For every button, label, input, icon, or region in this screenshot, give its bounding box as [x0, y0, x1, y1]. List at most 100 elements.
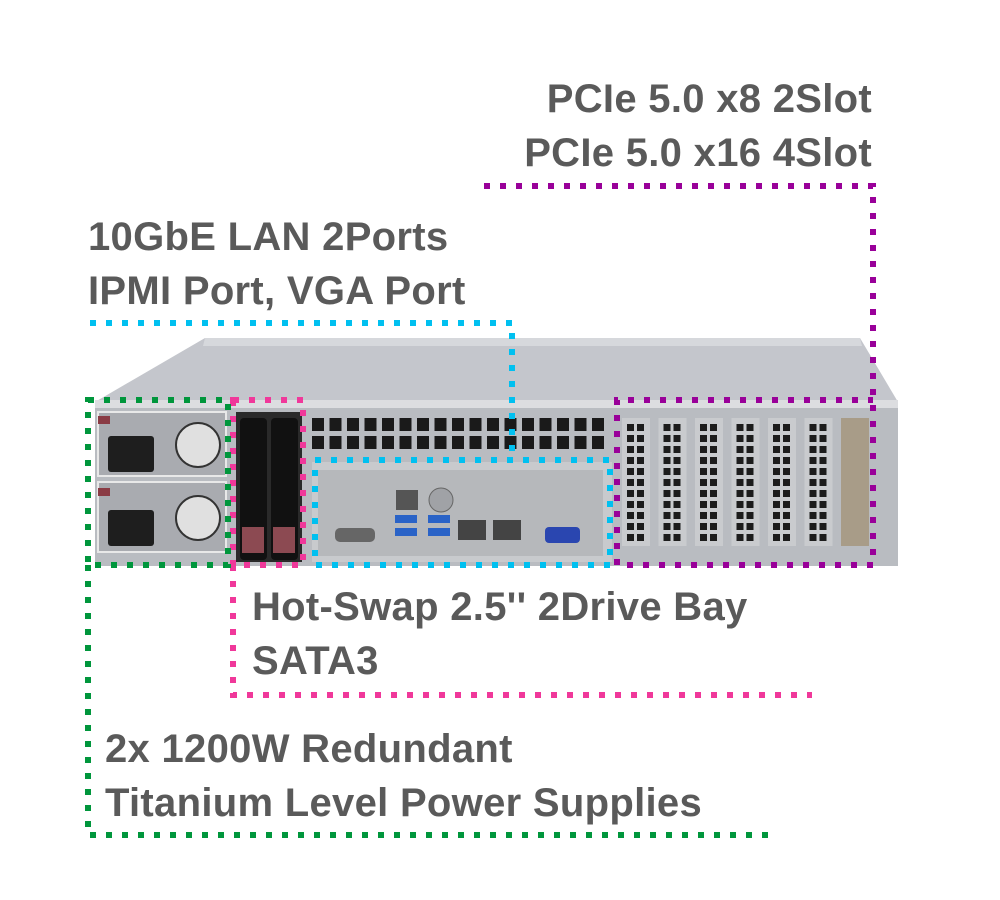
slot-vent-hole [700, 435, 707, 442]
slot-vent-hole [736, 435, 744, 442]
slot-vent-hole [736, 534, 744, 541]
slot-vent-hole [809, 446, 817, 453]
slot-vent-hole [809, 424, 817, 431]
vent-hole [382, 436, 394, 449]
slot-vent-hole [819, 534, 827, 541]
slot-vent-hole [746, 501, 754, 508]
vent-hole [539, 418, 552, 431]
slot-vent-hole [710, 435, 717, 442]
pcie-slot-bracket [658, 418, 687, 546]
slot-vent-hole [637, 501, 644, 508]
vent-hole [592, 436, 604, 449]
slot-vent-hole [700, 468, 707, 475]
vent-hole [364, 418, 377, 431]
vent-hole [347, 418, 359, 431]
vent-hole [557, 436, 569, 449]
slot-vent-hole [746, 534, 754, 541]
slot-vent-hole [627, 435, 634, 442]
drive-label-line2: SATA3 [252, 639, 379, 683]
slot-vent-hole [773, 446, 780, 453]
slot-vent-hole [700, 501, 707, 508]
slot-vent-hole [637, 457, 644, 464]
slot-vent-hole [710, 523, 717, 530]
slot-vent-hole [700, 534, 707, 541]
slot-vent-hole [673, 435, 681, 442]
slot-vent-hole [773, 490, 780, 497]
slot-vent-hole [637, 435, 644, 442]
slot-vent-hole [627, 523, 634, 530]
vent-hole [557, 418, 569, 431]
slot-vent-hole [736, 424, 744, 431]
pcie-label-line1: PCIe 5.0 x8 2Slot [546, 77, 872, 121]
vent-hole [329, 418, 342, 431]
slot-vent-hole [663, 512, 671, 519]
slot-vent-hole [710, 424, 717, 431]
psu-label-line1: 2x 1200W Redundant [105, 727, 513, 771]
vent-hole [399, 418, 412, 431]
vent-hole [399, 436, 412, 449]
slot-vent-hole [700, 512, 707, 519]
slot-vent-hole [637, 424, 644, 431]
slot-vent-hole [710, 468, 717, 475]
slot-vent-hole [783, 468, 790, 475]
slot-vent-hole [783, 446, 790, 453]
slot-vent-hole [819, 523, 827, 530]
slot-vent-hole [627, 512, 634, 519]
slot-vent-hole [773, 435, 780, 442]
slot-vent-hole [736, 457, 744, 464]
slot-vent-hole [627, 479, 634, 486]
slot-vent-hole [627, 534, 634, 541]
vent-hole [382, 418, 394, 431]
slot-vent-hole [819, 479, 827, 486]
slot-vent-hole [746, 468, 754, 475]
slot-vent-hole [710, 534, 717, 541]
slot-vent-hole [663, 479, 671, 486]
slot-vent-hole [700, 479, 707, 486]
slot-vent-hole [627, 490, 634, 497]
vent-hole [469, 418, 482, 431]
drive-bays [236, 412, 302, 562]
slot-vent-hole [746, 479, 754, 486]
slot-vent-hole [637, 446, 644, 453]
pcie-slot-bracket [731, 418, 760, 546]
slot-vent-hole [710, 457, 717, 464]
slot-vent-hole [783, 435, 790, 442]
slot-vent-hole [783, 424, 790, 431]
pcie-slot-bracket [622, 418, 650, 546]
vent-hole [347, 436, 359, 449]
slot-vent-hole [809, 468, 817, 475]
vent-grille [312, 418, 604, 449]
slot-vent-hole [819, 424, 827, 431]
slot-vent-hole [637, 534, 644, 541]
slot-vent-hole [710, 479, 717, 486]
slot-vent-hole [773, 457, 780, 464]
psu-callout-line [85, 397, 770, 838]
slot-vent-hole [809, 457, 817, 464]
slot-vent-hole [773, 523, 780, 530]
pcie-label-line2: PCIe 5.0 x16 4Slot [524, 131, 872, 175]
slot-vent-hole [637, 490, 644, 497]
slot-vent-hole [673, 501, 681, 508]
slot-vent-hole [746, 457, 754, 464]
slot-vent-hole [700, 490, 707, 497]
vent-hole [504, 418, 517, 431]
slot-vent-hole [736, 523, 744, 530]
slot-vent-hole [809, 490, 817, 497]
slot-vent-hole [746, 523, 754, 530]
slot-vent-hole [627, 501, 634, 508]
vent-hole [364, 436, 377, 449]
vent-hole [434, 418, 447, 431]
slot-vent-hole [710, 501, 717, 508]
slot-vent-hole [637, 468, 644, 475]
drive-label-line1: Hot-Swap 2.5'' 2Drive Bay [252, 585, 748, 629]
vent-hole [522, 418, 534, 431]
slot-vent-hole [809, 435, 817, 442]
slot-vent-hole [673, 512, 681, 519]
slot-vent-hole [673, 446, 681, 453]
slot-vent-hole [819, 457, 827, 464]
psu-label: 2x 1200W Redundant Titanium Level Power … [105, 722, 702, 830]
slot-vent-hole [809, 534, 817, 541]
vent-hole [417, 418, 429, 431]
slot-vent-hole [663, 490, 671, 497]
